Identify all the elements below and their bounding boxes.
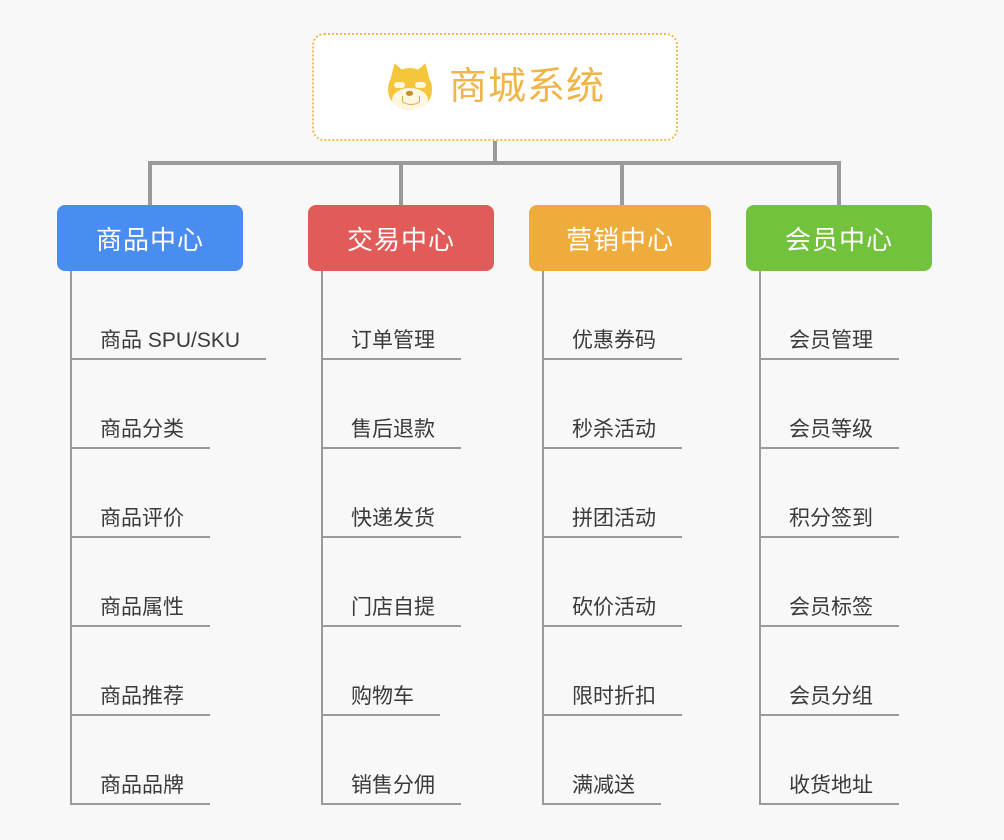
list-item[interactable]: 快递发货: [321, 449, 494, 538]
spine-2: [321, 271, 323, 805]
list-item[interactable]: 商品评价: [70, 449, 243, 538]
item-label: 商品推荐: [70, 685, 210, 716]
root-node[interactable]: 商城系统: [312, 33, 678, 141]
list-item[interactable]: 会员分组: [759, 627, 932, 716]
item-label: 商品品牌: [70, 774, 210, 805]
list-item[interactable]: 商品品牌: [70, 716, 243, 805]
item-label: 积分签到: [759, 507, 899, 538]
list-item[interactable]: 秒杀活动: [542, 360, 711, 449]
list-item[interactable]: 砍价活动: [542, 538, 711, 627]
item-label: 快递发货: [321, 507, 461, 538]
item-label: 优惠券码: [542, 329, 682, 360]
connector-root-stem: [493, 141, 497, 163]
item-label: 商品 SPU/SKU: [70, 329, 267, 360]
list-item[interactable]: 会员标签: [759, 538, 932, 627]
item-label: 销售分佣: [321, 774, 461, 805]
shiba-dog-icon: [385, 60, 435, 112]
list-item[interactable]: 满减送: [542, 716, 711, 805]
list-item[interactable]: 限时折扣: [542, 627, 711, 716]
list-item[interactable]: 商品属性: [70, 538, 243, 627]
list-item[interactable]: 销售分佣: [321, 716, 494, 805]
category-items-2: 订单管理 售后退款 快递发货 门店自提 购物车 销售分佣: [308, 271, 494, 805]
item-label: 商品评价: [70, 507, 210, 538]
dog-head: [387, 68, 432, 110]
connector-drop-1: [148, 161, 152, 205]
item-label: 限时折扣: [542, 685, 682, 716]
category-header-3[interactable]: 营销中心: [529, 205, 711, 271]
list-item[interactable]: 商品 SPU/SKU: [70, 271, 267, 360]
category-header-2[interactable]: 交易中心: [308, 205, 494, 271]
category-items-3: 优惠券码 秒杀活动 拼团活动 砍价活动 限时折扣 满减送: [529, 271, 711, 805]
item-label: 满减送: [542, 774, 661, 805]
list-item[interactable]: 积分签到: [759, 449, 932, 538]
dog-eye-left: [393, 82, 405, 88]
list-item[interactable]: 门店自提: [321, 538, 494, 627]
item-label: 售后退款: [321, 418, 461, 449]
list-item[interactable]: 订单管理: [321, 271, 494, 360]
list-item[interactable]: 商品推荐: [70, 627, 243, 716]
item-label: 会员管理: [759, 329, 899, 360]
item-label: 拼团活动: [542, 507, 682, 538]
spine-3: [542, 271, 544, 805]
list-item[interactable]: 拼团活动: [542, 449, 711, 538]
connector-horizontal-bar: [148, 161, 841, 165]
category-header-4[interactable]: 会员中心: [746, 205, 932, 271]
item-label: 订单管理: [321, 329, 461, 360]
item-label: 会员标签: [759, 596, 899, 627]
item-label: 商品属性: [70, 596, 210, 627]
list-item[interactable]: 会员管理: [759, 271, 932, 360]
item-label: 秒杀活动: [542, 418, 682, 449]
list-item[interactable]: 商品分类: [70, 360, 243, 449]
branch-column-2: 交易中心 订单管理 售后退款 快递发货 门店自提 购物车 销售分佣: [308, 205, 494, 805]
spine-1: [70, 271, 72, 805]
connector-drop-2: [399, 161, 403, 205]
connector-drop-4: [837, 161, 841, 205]
item-label: 砍价活动: [542, 596, 682, 627]
dog-smile: [401, 96, 420, 105]
branch-column-1: 商品中心 商品 SPU/SKU 商品分类 商品评价 商品属性 商品推荐 商品品牌: [57, 205, 267, 805]
category-items-1: 商品 SPU/SKU 商品分类 商品评价 商品属性 商品推荐 商品品牌: [57, 271, 267, 805]
list-item[interactable]: 收货地址: [759, 716, 932, 805]
root-title: 商城系统: [448, 66, 605, 108]
list-item[interactable]: 售后退款: [321, 360, 494, 449]
item-label: 商品分类: [70, 418, 210, 449]
connector-drop-3: [620, 161, 624, 205]
category-items-4: 会员管理 会员等级 积分签到 会员标签 会员分组 收货地址: [746, 271, 932, 805]
list-item[interactable]: 购物车: [321, 627, 494, 716]
dog-eye-right: [414, 82, 426, 88]
spine-4: [759, 271, 761, 805]
item-label: 门店自提: [321, 596, 461, 627]
dog-nose: [406, 91, 414, 96]
branch-column-4: 会员中心 会员管理 会员等级 积分签到 会员标签 会员分组 收货地址: [746, 205, 932, 805]
item-label: 会员分组: [759, 685, 899, 716]
item-label: 会员等级: [759, 418, 899, 449]
list-item[interactable]: 会员等级: [759, 360, 932, 449]
item-label: 收货地址: [759, 774, 899, 805]
item-label: 购物车: [321, 685, 440, 716]
category-header-1[interactable]: 商品中心: [57, 205, 243, 271]
branch-column-3: 营销中心 优惠券码 秒杀活动 拼团活动 砍价活动 限时折扣 满减送: [529, 205, 711, 805]
list-item[interactable]: 优惠券码: [542, 271, 711, 360]
